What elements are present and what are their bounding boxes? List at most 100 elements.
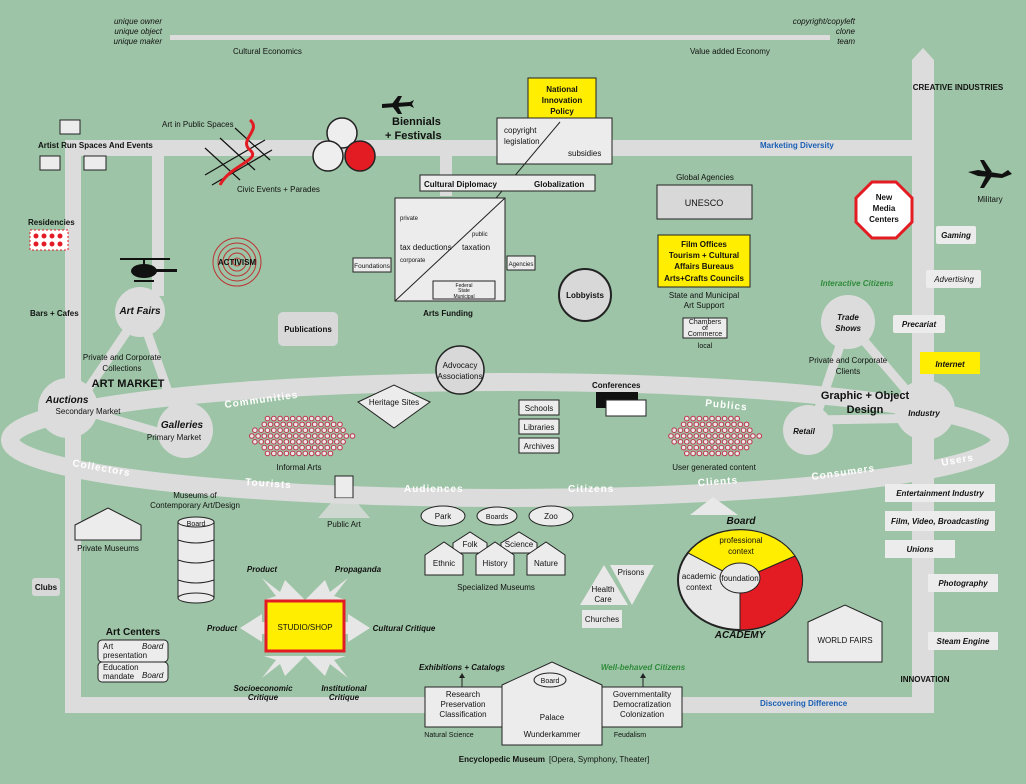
art-presentation-line2: presentation [103,651,147,660]
crowd-dot [731,421,737,428]
crowd-dot [324,421,331,428]
crowd-dot [740,427,747,434]
film-box [885,511,995,531]
crowd-dot [702,415,709,422]
film-label: Film, Video, Broadcasting [891,517,989,526]
industry-label: Industry [908,409,940,418]
steam-engine-label: Steam Engine [937,637,990,646]
retail-label: Retail [793,427,816,436]
crowd-dot [312,433,318,439]
crowd-dot [340,439,346,445]
crowd-dot [321,450,328,457]
trade-shows-line1: Trade [837,313,859,322]
crowd-dot [252,427,258,434]
crowd-dot [311,444,318,451]
academic-line2: context [686,583,713,592]
studio-shop-label: STUDIO/SHOP [277,623,332,632]
advertising-box [926,270,981,288]
unions-label: Unions [906,545,934,554]
crowd-dot [684,450,690,457]
crowd-dot [308,450,315,457]
artist-run-label: Artist Run Spaces And Events [38,141,153,150]
schools-label: Schools [525,404,553,413]
right-road-arrow [912,48,934,60]
auctions-label: Auctions [45,395,89,406]
design-triangle [808,313,940,425]
crowd-dot [318,444,324,451]
crowd-dot [299,421,305,428]
crowd-dot [718,421,725,428]
crowd-dot [271,427,277,434]
crowd-dot [293,444,299,451]
crowd-dot [728,450,734,457]
crowd-dot [271,415,277,422]
national-innovation-line3: Policy [550,107,574,116]
auctions-circle [38,378,98,438]
crowd-dot [337,433,343,439]
crowd-dot [721,427,728,434]
clubs-box [32,578,60,596]
crowd-dot [684,415,690,422]
crowd-dot [731,433,737,439]
encyclopedic-note: [Opera, Symphony, Theater] [549,755,649,764]
private-clients-line2: Clients [836,367,860,376]
graphic-design-line1: Graphic + Object [821,390,910,402]
informal-arts-dots [249,415,356,457]
foundation-label: foundation [721,574,758,583]
ring-publics: Publics [705,398,748,413]
publications-box [278,312,338,346]
public-art-label: Public Art [327,520,362,529]
crowd-dot [249,433,255,439]
helicopter-icon [120,258,177,282]
residencies-label: Residencies [28,218,75,227]
military-label: Military [977,195,1002,204]
clubs-label: Clubs [35,583,58,592]
lobbyists-circle [558,268,612,322]
crowd-dot [289,415,296,422]
crowd-dot [709,415,715,422]
crowd-dot [699,421,706,428]
crowd-dot [302,415,309,422]
agencies-area: Global Agencies UNESCO Film Offices Tour… [656,173,753,350]
crowd-dot [327,439,334,445]
crowd-dot [277,450,283,457]
film-offices-line3: Affairs Bureaus [674,262,734,271]
chambers-line2: of [702,325,708,332]
upper-road [65,140,915,156]
state-support-line2: Art Support [684,301,725,310]
crowd-dot [702,427,709,434]
crowd-dot [315,415,321,422]
ring-audiences: Audiences [404,484,464,495]
precariat-label: Precariat [902,320,937,329]
collections-line2: Collections [102,364,141,373]
crowd-dot [255,433,261,439]
creative-industries-label: CREATIVE INDUSTRIES [913,83,1004,92]
science-label: Science [505,540,534,549]
crowd-dot [706,421,712,428]
well-behaved-arrow-head [640,673,646,678]
crowd-dot [737,421,744,428]
crowd-dot [296,439,302,445]
advocacy-line1: Advocacy [443,361,478,370]
crowd-dot [734,450,741,457]
propaganda-label: Propaganda [335,565,382,574]
art-market-label: ART MARKET [92,378,165,390]
crowd-dot [684,439,690,445]
institutional-line2: Critique [329,693,360,702]
cultural-diplomacy-label: Cultural Diplomacy [424,180,497,189]
crowd-dot [734,439,741,445]
crowd-dot [743,421,750,428]
crowd-dot [680,444,687,451]
park-oval [420,505,466,527]
crowd-dot [267,421,274,428]
governmentality-line3: Colonization [620,710,664,719]
crowd-dot [274,421,280,428]
bottom-museum: Exhibitions + Catalogs Well-behaved Citi… [419,661,686,764]
crowd-dot [302,427,309,434]
crowd-dot [721,415,728,422]
crowd-dot [725,444,731,451]
palace-board-label: Board [541,678,560,685]
legislation-label: legislation [504,137,540,146]
research-line1: Research [446,690,480,699]
left-term-2: unique object [114,27,162,36]
